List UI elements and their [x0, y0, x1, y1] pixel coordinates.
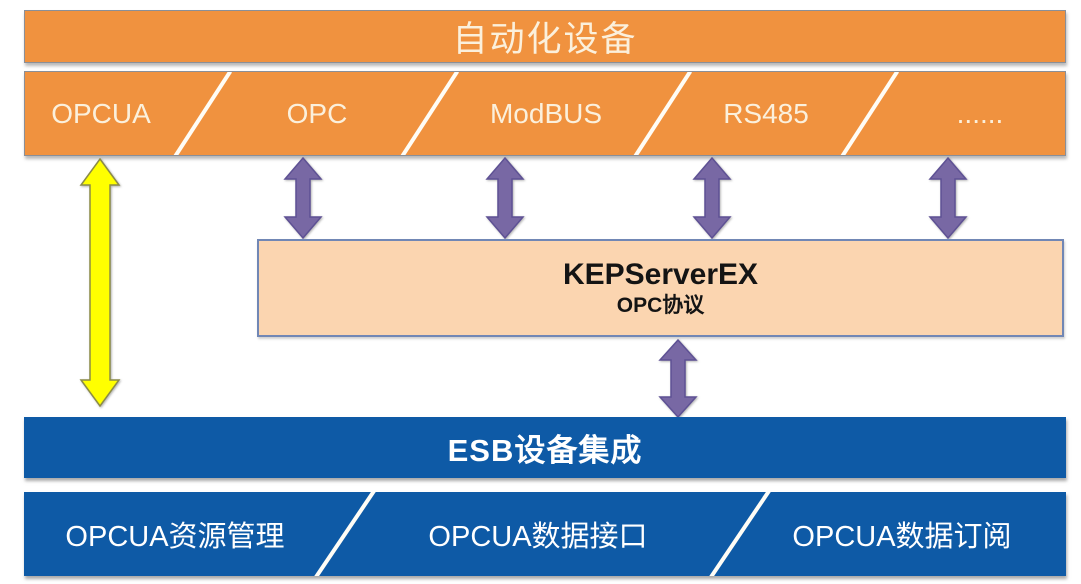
diagonal-divider — [709, 492, 771, 576]
protocol-label-modbus: ModBUS — [489, 97, 603, 129]
automation-devices-bar: 自动化设备 — [24, 10, 1066, 63]
protocol-label-rs485: RS485 — [723, 97, 809, 129]
diagonal-divider — [399, 72, 459, 155]
protocol-channels-bar: OPCUA OPC ModBUS RS485 ...... — [24, 71, 1066, 156]
opcua-services-bar: OPCUA资源管理 OPCUA数据接口 OPCUA数据订阅 — [24, 492, 1066, 576]
esb-integration-bar: ESB设备集成 — [24, 417, 1066, 478]
service-label-data-interface: OPCUA数据接口 — [428, 521, 648, 553]
opcua-direct-double-arrow-icon — [79, 158, 121, 407]
esb-integration-label: ESB设备集成 — [447, 433, 643, 468]
protocol-label-opc: OPC — [286, 97, 348, 129]
diagonal-divider — [314, 492, 376, 576]
kepserverex-title: KEPServerEX — [562, 258, 759, 291]
protocol-label-more: ...... — [956, 97, 1004, 129]
rs485-double-arrow-icon — [692, 157, 732, 239]
kepserverex-box: KEPServerEX OPC协议 — [257, 239, 1064, 337]
modbus-double-arrow-icon — [485, 157, 525, 239]
opc-double-arrow-icon — [283, 157, 323, 239]
service-label-resource-mgmt: OPCUA资源管理 — [65, 521, 285, 553]
protocol-label-opcua: OPCUA — [51, 97, 151, 129]
automation-devices-label: 自动化设备 — [452, 20, 638, 59]
kepserverex-subtitle: OPC协议 — [616, 294, 705, 317]
service-label-data-subscribe: OPCUA数据订阅 — [792, 521, 1012, 553]
other-protocol-double-arrow-icon — [928, 157, 968, 239]
diagonal-divider — [839, 72, 899, 155]
diagonal-divider — [632, 72, 692, 155]
kepserverex-esb-double-arrow-icon — [658, 339, 698, 418]
diagonal-divider — [172, 72, 232, 155]
